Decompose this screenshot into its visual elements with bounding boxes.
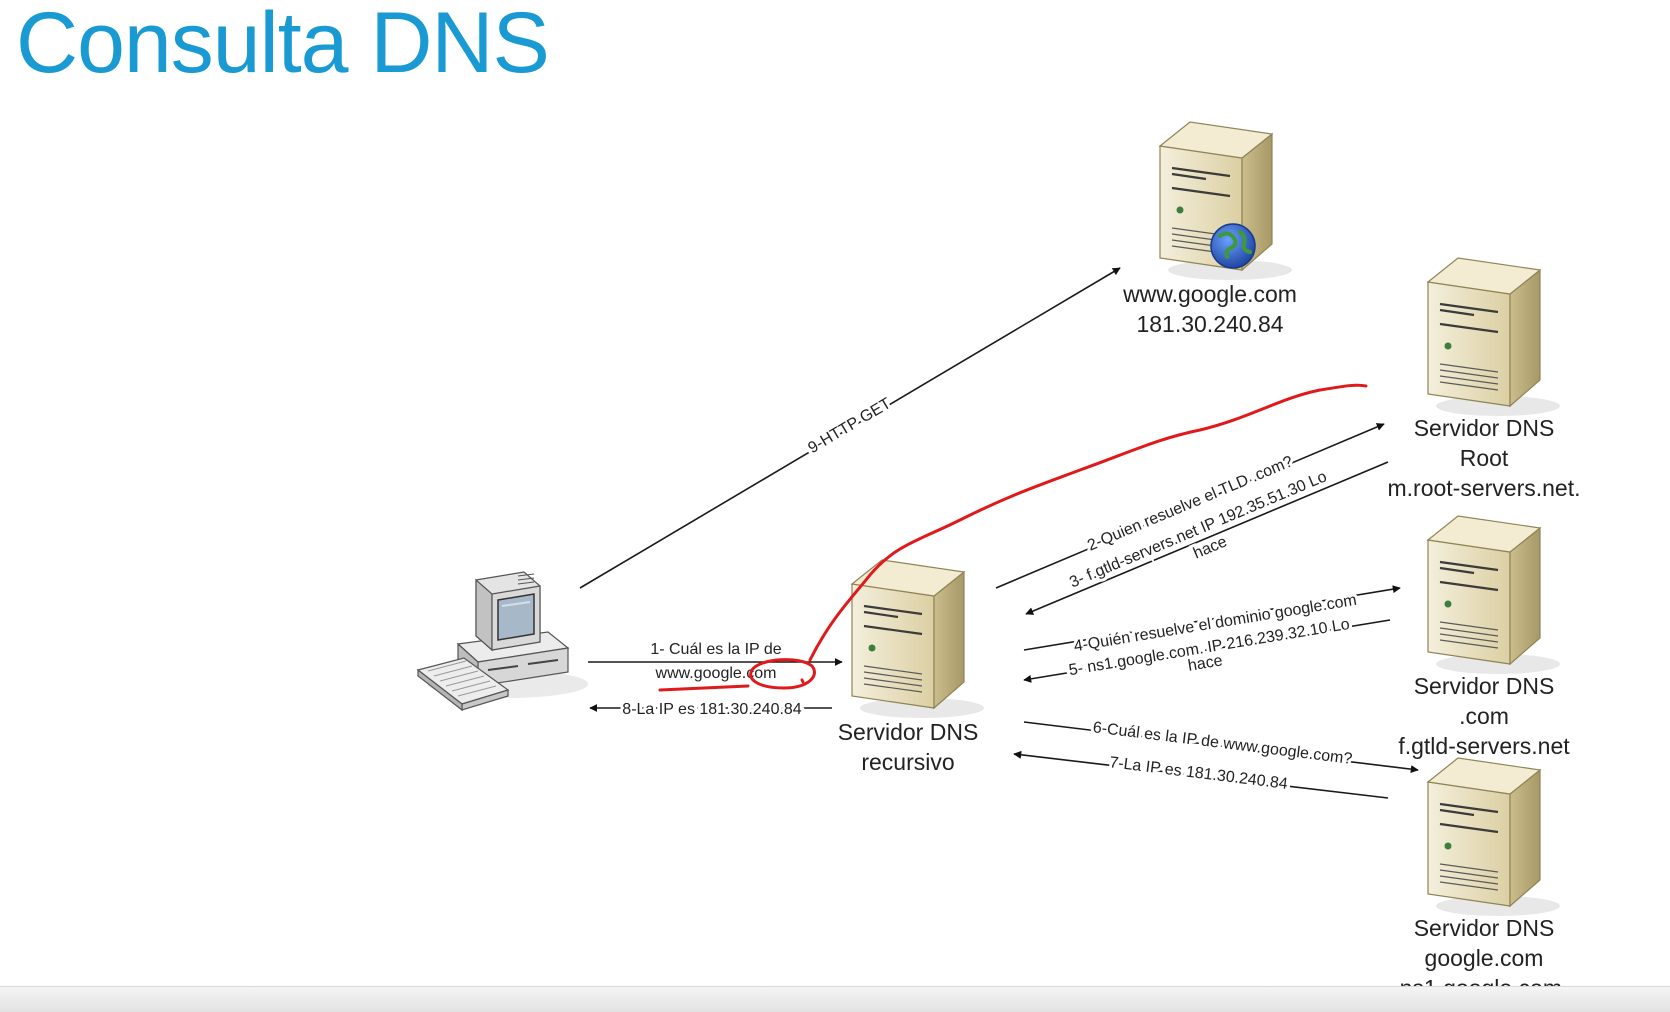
globe-icon	[1210, 223, 1256, 269]
com-dns-server-icon	[1426, 514, 1562, 676]
web-server-ip: 181.30.240.84	[1136, 311, 1283, 337]
annotation-dot	[800, 678, 805, 684]
com-dns-label-1: Servidor DNS	[1414, 673, 1555, 699]
label-step7: 7-La IP es 181.30.240.84	[1108, 754, 1288, 793]
label-step8: 8-La IP es 181.30.240.84	[622, 701, 802, 718]
arrow-step7	[1013, 750, 1389, 799]
label-step9: 9-HTTP GET	[805, 395, 894, 457]
annotation-curve	[808, 383, 1368, 662]
bottom-bar	[0, 986, 1670, 1012]
annotation-underline	[658, 684, 750, 692]
recursive-dns-server-icon	[850, 558, 986, 720]
computer-icon	[416, 571, 588, 712]
root-dns-label-1: Servidor DNS	[1414, 415, 1555, 441]
root-dns-label-2: Root	[1460, 445, 1509, 471]
web-server-name: www.google.com	[1122, 281, 1297, 307]
recursive-dns-label-2: recursivo	[861, 749, 954, 775]
arrow-step5	[1023, 619, 1391, 683]
root-dns-server-icon	[1426, 256, 1562, 418]
google-dns-label-1: Servidor DNS	[1414, 915, 1555, 941]
web-server-icon	[1158, 120, 1294, 282]
arrow-step9	[579, 267, 1121, 589]
label-step1-line2: www.google.com	[655, 665, 777, 682]
recursive-dns-label-1: Servidor DNS	[838, 719, 979, 745]
google-dns-server-icon	[1426, 756, 1562, 918]
slide-title: Consulta DNS	[16, 0, 550, 91]
com-dns-label-3: f.gtld-servers.net	[1398, 733, 1570, 759]
com-dns-label-2: .com	[1459, 703, 1509, 729]
arrow-step2	[995, 423, 1385, 589]
red-annotation	[658, 383, 1368, 692]
root-dns-label-3: m.root-servers.net.	[1388, 475, 1581, 501]
arrow-step4	[1023, 585, 1401, 651]
annotation-circle	[749, 658, 816, 690]
arrow-step6	[1023, 721, 1419, 774]
google-dns-label-2: google.com	[1425, 945, 1544, 971]
label-step1-line1: 1- Cuál es la IP de	[650, 641, 781, 658]
arrow-step3	[1025, 461, 1389, 615]
